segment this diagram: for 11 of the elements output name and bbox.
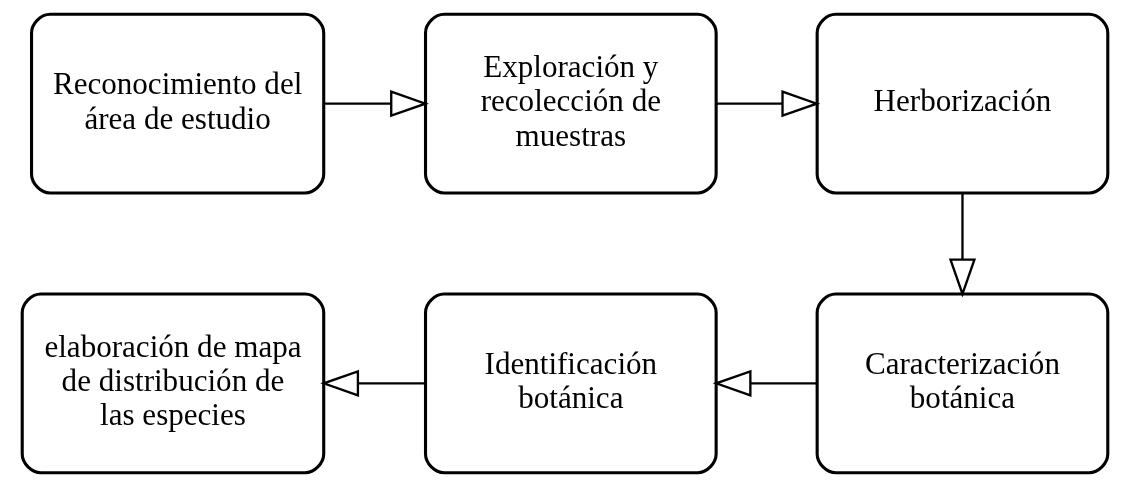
arrow bbox=[320, 369, 426, 397]
node-box: Identificación botánica bbox=[423, 292, 718, 475]
arrow bbox=[948, 193, 977, 298]
arrow bbox=[712, 369, 817, 397]
node-box: Herborización bbox=[815, 12, 1110, 195]
arrow bbox=[716, 90, 821, 118]
node-box: Exploración y recolección de muestras bbox=[423, 12, 718, 195]
node-box: Reconocimiento del área de estudio bbox=[30, 12, 326, 195]
node-box: elaboración de mapa de distribución de las especies bbox=[20, 292, 326, 475]
node-box: Caracterización botánica bbox=[815, 292, 1110, 475]
arrow bbox=[324, 90, 429, 118]
